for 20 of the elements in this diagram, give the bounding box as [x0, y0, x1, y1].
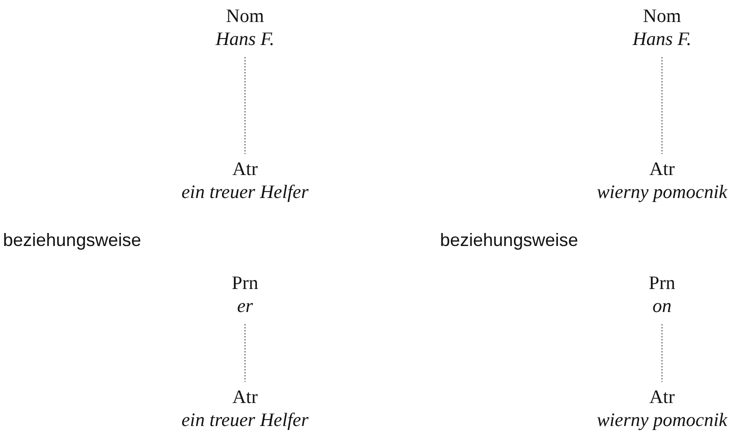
- category-label: Prn: [232, 272, 258, 295]
- phrase-text: Hans F.: [216, 28, 274, 51]
- phrase-text: ein treuer Helfer: [182, 409, 308, 432]
- phrase-text: wierny pomocnik: [596, 409, 728, 432]
- dotted-line: [244, 324, 246, 382]
- dotted-line: [244, 56, 246, 154]
- phrase-text: wierny pomocnik: [596, 181, 728, 204]
- category-label: Atr: [649, 158, 675, 181]
- category-label: Nom: [643, 5, 681, 28]
- category-label: Atr: [232, 386, 258, 409]
- connector-word: beziehungsweise: [3, 229, 142, 251]
- phrase-text: er: [237, 295, 253, 318]
- category-label: Atr: [232, 158, 258, 181]
- category-label: Atr: [649, 386, 675, 409]
- category-label: Nom: [226, 5, 264, 28]
- category-label: Prn: [648, 272, 676, 295]
- connector-word: beziehungsweise: [440, 229, 578, 251]
- phrase-text: ein treuer Helfer: [182, 181, 308, 204]
- phrase-text: Hans F.: [632, 28, 692, 51]
- phrase-text: on: [652, 295, 672, 318]
